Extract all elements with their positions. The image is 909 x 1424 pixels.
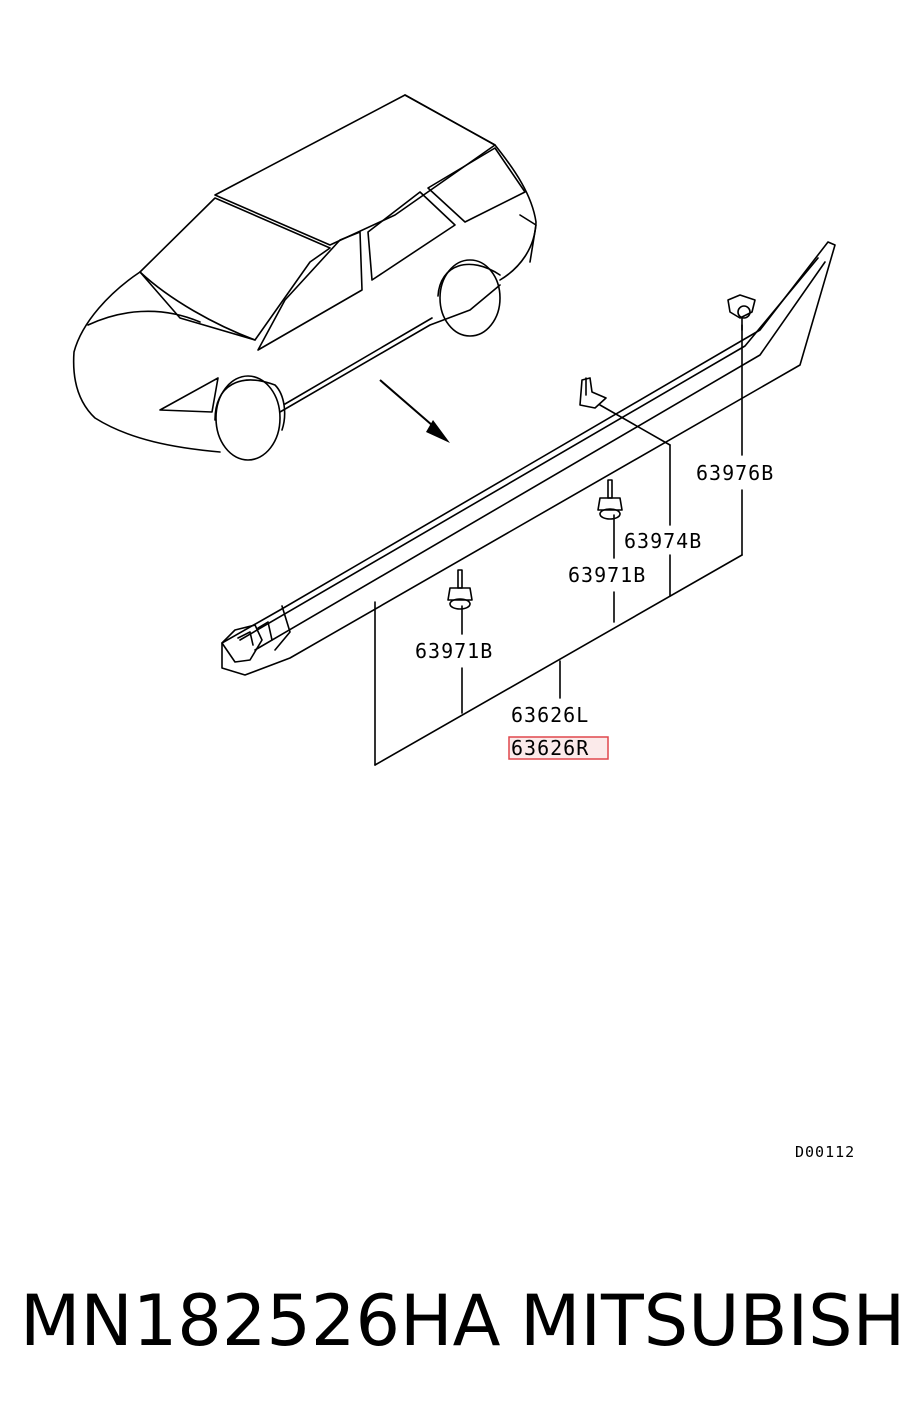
part-number: MN182526HA <box>20 1280 501 1362</box>
highlight-box <box>508 736 609 760</box>
screw-63971B-left-icon <box>447 569 473 610</box>
callout-63971B-right[interactable]: 63971B <box>568 563 646 587</box>
callout-63626L[interactable]: 63626L <box>511 703 589 727</box>
callout-63976B[interactable]: 63976B <box>696 461 774 485</box>
leader-lines <box>374 324 743 766</box>
direction-arrow <box>379 379 450 443</box>
drawing-code: D00112 <box>795 1143 855 1161</box>
screw-63971B-right-icon <box>597 479 623 520</box>
callout-63974B[interactable]: 63974B <box>624 529 702 553</box>
clip-63974B-icon <box>579 377 607 409</box>
callout-63971B-left[interactable]: 63971B <box>415 639 493 663</box>
car-illustration <box>72 94 537 461</box>
side-sill-garnish <box>221 241 836 676</box>
brand-name: MITSUBISHI <box>520 1280 909 1362</box>
callout-63626R[interactable]: 63626R <box>511 736 589 760</box>
